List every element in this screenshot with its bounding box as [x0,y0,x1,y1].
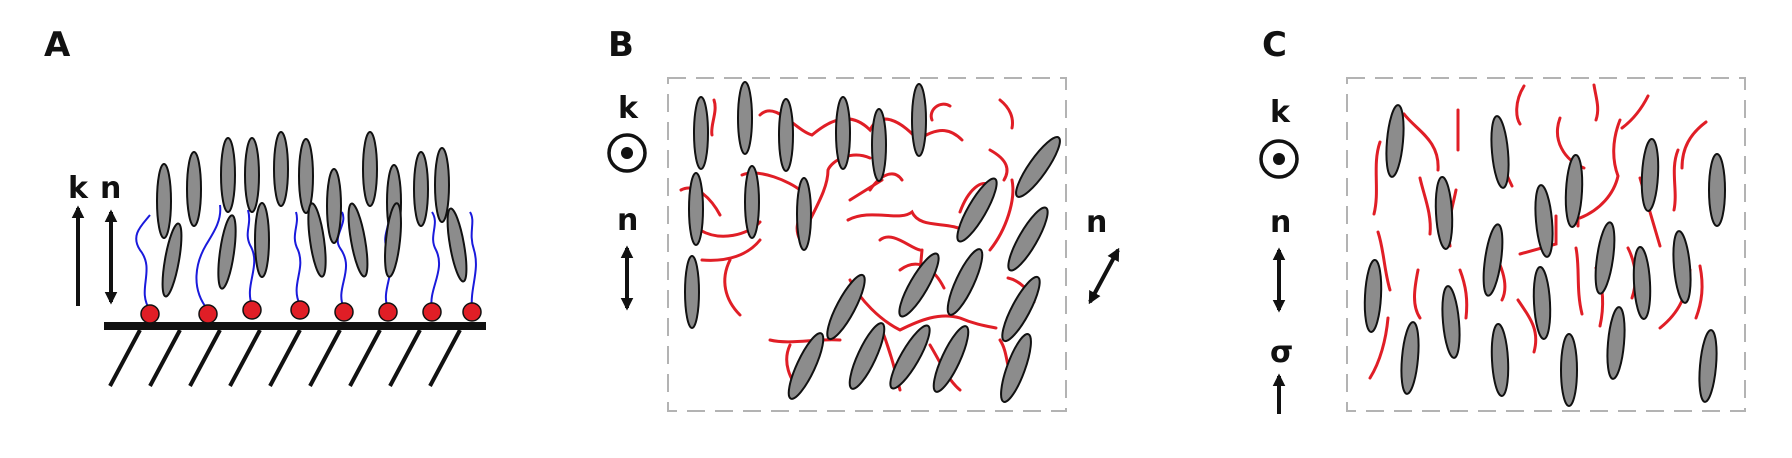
panel-a-label: A [44,25,71,65]
substrate-hatch-icon [108,329,462,387]
wave-vector-out-of-plane-icon [607,133,647,173]
panel-b-label: B [608,25,634,65]
polymer-chains-b [679,98,1036,392]
panel-b: B k n n [607,25,1120,412]
panel-c: C k n σ [1259,25,1746,414]
wave-vector-label: k [618,91,639,126]
mesogens-a [156,131,468,298]
stress-label: σ [1270,335,1293,370]
domain-boundary [1346,77,1746,412]
domain-boundary [667,77,1067,412]
tilted-director-double-arrow-icon [1088,247,1120,305]
director-label: n [100,171,121,206]
wave-vector-label: k [1270,95,1291,130]
director-label: n [1270,205,1291,240]
panel-c-label: C [1262,25,1287,65]
mesogens-c [1363,104,1726,407]
tilted-director-label: n [1086,205,1107,240]
surface-anchors [140,300,482,324]
wave-vector-out-of-plane-icon [1259,139,1299,179]
mesogens-b [684,81,1061,403]
wave-vector-label: k [68,171,89,206]
director-label: n [617,203,638,238]
panel-a: A k n [44,25,486,387]
